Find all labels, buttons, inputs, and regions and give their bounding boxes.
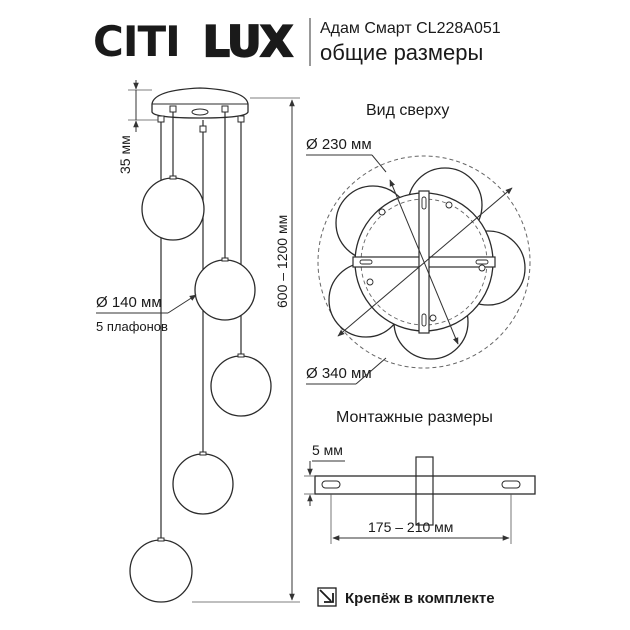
glass-shades [129,177,272,603]
top-view: Вид сверху [306,102,531,385]
mounting-kit-note: Крепёж в комплекте [317,587,495,607]
shade-2 [194,259,256,321]
cord-clamps [157,105,245,133]
side-view: 35 мм 600 – 1200 мм Ø 140 мм 5 плафонов [96,80,300,603]
hole-distance-label: 175 – 210 мм [368,519,453,535]
outer-diameter-circle [317,155,531,369]
shade-necks [157,175,245,542]
shade-5 [129,539,193,603]
shade-4 [172,453,234,515]
shade-diameter-callout: Ø 140 мм 5 плафонов [96,294,197,334]
total-diameter-callout: Ø 340 мм [306,187,513,385]
shade-3 [210,355,272,417]
height-dimension: 600 – 1200 мм [192,97,300,603]
product-name: Адам Смарт CL228A051 [320,20,501,37]
canopy-offset-label: 35 мм [117,135,133,174]
total-diameter-label: Ø 340 мм [306,365,372,382]
canopy-diameter-label: Ø 230 мм [306,136,372,153]
canopy-offset-dimension: 35 мм [117,80,158,174]
hole-distance-dimension: 175 – 210 мм [330,494,512,544]
canopy-center-cap [191,108,209,116]
bracket-slot-right [501,480,521,489]
height-range-label: 600 – 1200 мм [274,215,290,308]
mounting-kit-label: Крепёж в комплекте [345,590,495,607]
shade-count-label: 5 плафонов [96,319,168,334]
mount-arrow-icon [317,587,337,607]
mounting-view: Монтажные размеры 5 мм 175 – 210 мм [304,409,536,544]
bracket-slot-left [321,480,341,489]
brand-logo: CITI LUX [93,16,294,67]
mounting-title: Монтажные размеры [336,409,493,426]
shade-1 [141,177,205,241]
thickness-label: 5 мм [312,442,343,458]
logo-text-citi: CITI [93,17,180,66]
page-subtitle: общие размеры [320,40,483,65]
top-view-title: Вид сверху [366,102,449,119]
shade-diameter-label: Ø 140 мм [96,294,162,311]
thickness-dimension: 5 мм [304,442,345,506]
logo-text-lux: LUX [203,17,292,66]
